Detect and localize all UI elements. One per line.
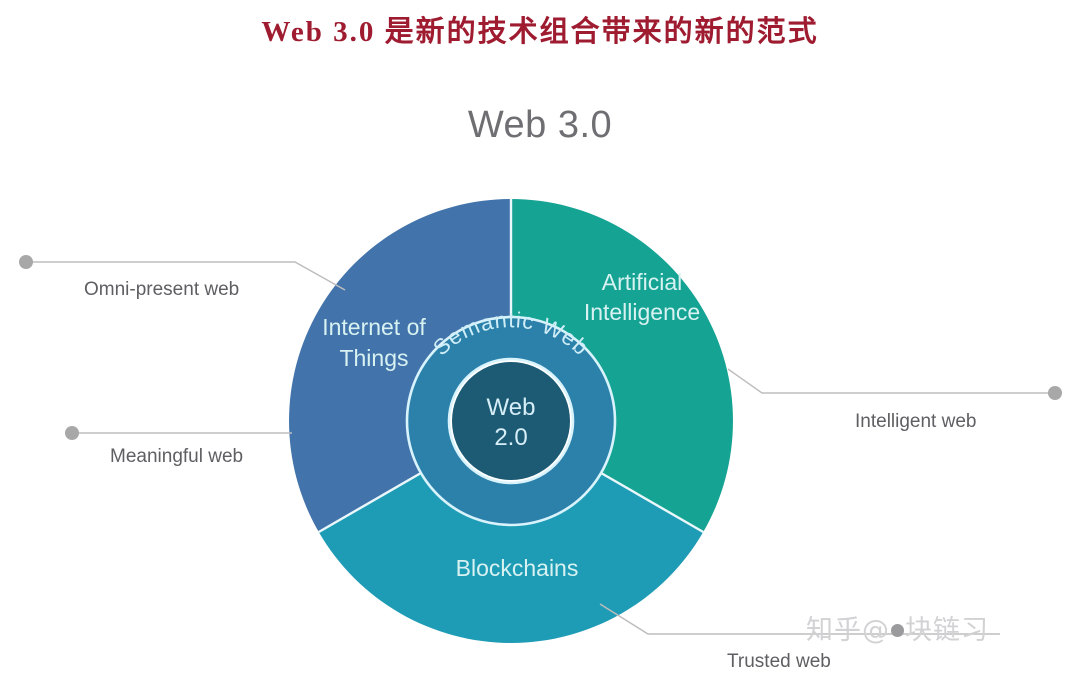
callout-trusted-web-text: Trusted web [727,651,831,672]
page-title: Web 3.0 是新的技术组合带来的新的范式 [261,16,819,48]
divider-lower-right [601,472,704,534]
label-blockchains-line1: Blockchains [456,555,579,581]
label-artificial-intelligence-line1: Artificial [602,269,683,295]
callout-meaningful-web: Meaningful web [65,426,292,467]
callout-intelligent-web: Intelligent web [727,368,1062,432]
callout-trusted-web-line [599,603,1000,635]
callout-trusted-web: Trusted web [599,603,1000,672]
label-internet-of-things-line2: Things [339,345,408,371]
callout-intelligent-web-line [727,368,1051,394]
zhihu-watermark: 知乎@ 块链习 [806,608,989,647]
watermark-at: @ [862,615,890,646]
semantic-web-ring[interactable] [406,316,616,526]
web2-center-disc[interactable] [452,362,570,480]
label-internet-of-things-line1: Internet of [322,314,426,340]
semantic-web-ring-outer-stroke [405,315,617,527]
callout-meaningful-web-text: Meaningful web [110,446,243,467]
divider-lower-left [318,472,421,534]
callout-intelligent-web-dot [1048,386,1062,400]
callout-omni-present-web: Omni-present web [19,255,346,300]
segment-internet-of-things[interactable] [289,199,511,532]
watermark-dot-icon [891,624,904,637]
watermark-prefix: 知乎 [806,615,862,646]
callout-meaningful-web-dot [65,426,79,440]
label-artificial-intelligence-line2: Intelligence [584,299,700,325]
callout-omni-present-web-dot [19,255,33,269]
callout-omni-present-web-line [30,261,346,291]
callout-omni-present-web-text: Omni-present web [84,279,239,300]
segment-blockchains[interactable] [318,473,704,643]
label-web2-line2: 2.0 [494,424,527,451]
callout-intelligent-web-text: Intelligent web [855,411,976,432]
watermark-suffix: 块链习 [905,615,989,646]
diagram-heading: Web 3.0 [467,104,613,146]
semantic-web-ring-inner-stroke [447,357,575,485]
segment-artificial-intelligence[interactable] [511,199,733,532]
label-web2-line1: Web [487,394,536,421]
